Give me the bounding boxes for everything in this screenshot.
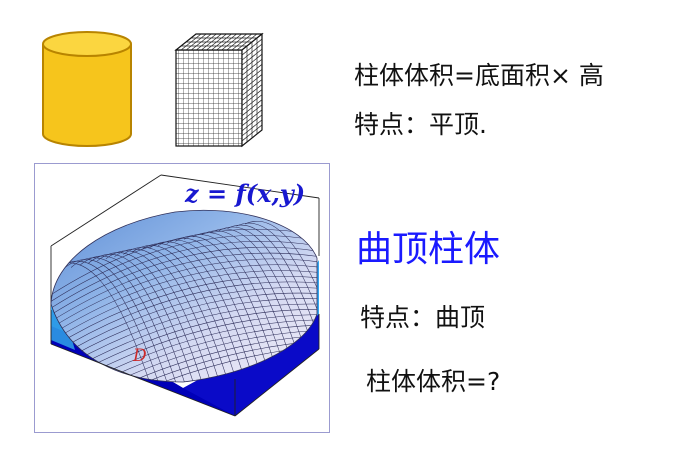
surface-equation: z = f(x,y): [184, 179, 305, 208]
prism-volume-formula: 柱体体积=底面积× 高: [354, 61, 604, 90]
region-label: D: [132, 346, 147, 366]
curved-solid-title: 曲顶柱体: [356, 229, 501, 270]
curved-solid-figure-frame: z = f(x,y) D: [34, 163, 330, 433]
curved-top-feature: 特点：曲顶: [360, 303, 486, 332]
cylinder-figure: [42, 31, 132, 147]
volume-question: 柱体体积=?: [366, 367, 501, 396]
curved-solid-figure: z = f(x,y) D: [50, 174, 320, 417]
grid-prism-figure: [174, 32, 264, 148]
flat-top-feature: 特点：平顶.: [354, 110, 487, 139]
